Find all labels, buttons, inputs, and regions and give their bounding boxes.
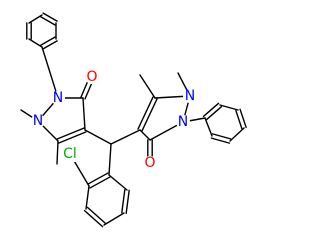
bond-line — [229, 127, 245, 142]
bond-line — [84, 129, 112, 145]
bond-line — [83, 209, 104, 228]
bond-line — [28, 38, 43, 48]
bond-line — [42, 12, 58, 22]
bond-line — [40, 16, 56, 26]
bond-line — [40, 36, 56, 46]
bond-line — [210, 137, 231, 144]
bond-line — [139, 74, 156, 99]
bond-line — [141, 98, 158, 132]
nitrogen-atom-label: N — [178, 114, 188, 130]
bond-line — [86, 206, 107, 225]
bond-line — [121, 189, 126, 214]
nitrogen-atom-label: N — [185, 88, 195, 104]
bond-line — [110, 129, 141, 145]
o2-label-bg — [143, 156, 157, 170]
oxygen-atom-label: O — [144, 155, 155, 171]
bond-line — [211, 133, 232, 140]
bond-line — [219, 104, 239, 111]
molecule-diagram: N N O N N O Cl — [20, 12, 247, 228]
n4-label-bg — [176, 115, 190, 129]
bond-line — [108, 174, 128, 191]
bond-line — [41, 46, 59, 99]
bond-line — [235, 109, 243, 130]
bond-line — [139, 129, 151, 141]
bond-line — [87, 172, 109, 185]
bond-line — [202, 102, 220, 118]
bond-line — [56, 140, 59, 165]
chlorine-atom-label: Cl — [63, 146, 77, 162]
bond-line — [125, 189, 130, 214]
bond-line — [56, 127, 85, 140]
cl-label-bg — [60, 146, 80, 162]
n2-label-bg — [31, 114, 45, 128]
bond-line — [137, 96, 154, 130]
o1-label-bg — [85, 70, 99, 84]
bond-lines — [20, 12, 247, 228]
nitrogen-atom-label: N — [33, 113, 43, 129]
bond-line — [205, 105, 223, 121]
atom-labels: N N O N N O Cl — [31, 69, 197, 171]
bond-line — [28, 14, 43, 24]
bond-line — [58, 131, 87, 144]
bond-line — [103, 212, 125, 226]
bond-line — [108, 143, 112, 176]
bond-line — [89, 176, 111, 189]
nitrogen-atom-label: N — [53, 90, 63, 106]
bond-line — [85, 185, 90, 210]
n1-label-bg — [51, 91, 65, 105]
bond-line — [204, 117, 213, 137]
bond-line — [82, 97, 86, 131]
n3-label-bg — [183, 89, 197, 103]
oxygen-atom-label: O — [86, 69, 97, 85]
bond-line — [42, 40, 58, 50]
bond-line — [239, 108, 247, 129]
